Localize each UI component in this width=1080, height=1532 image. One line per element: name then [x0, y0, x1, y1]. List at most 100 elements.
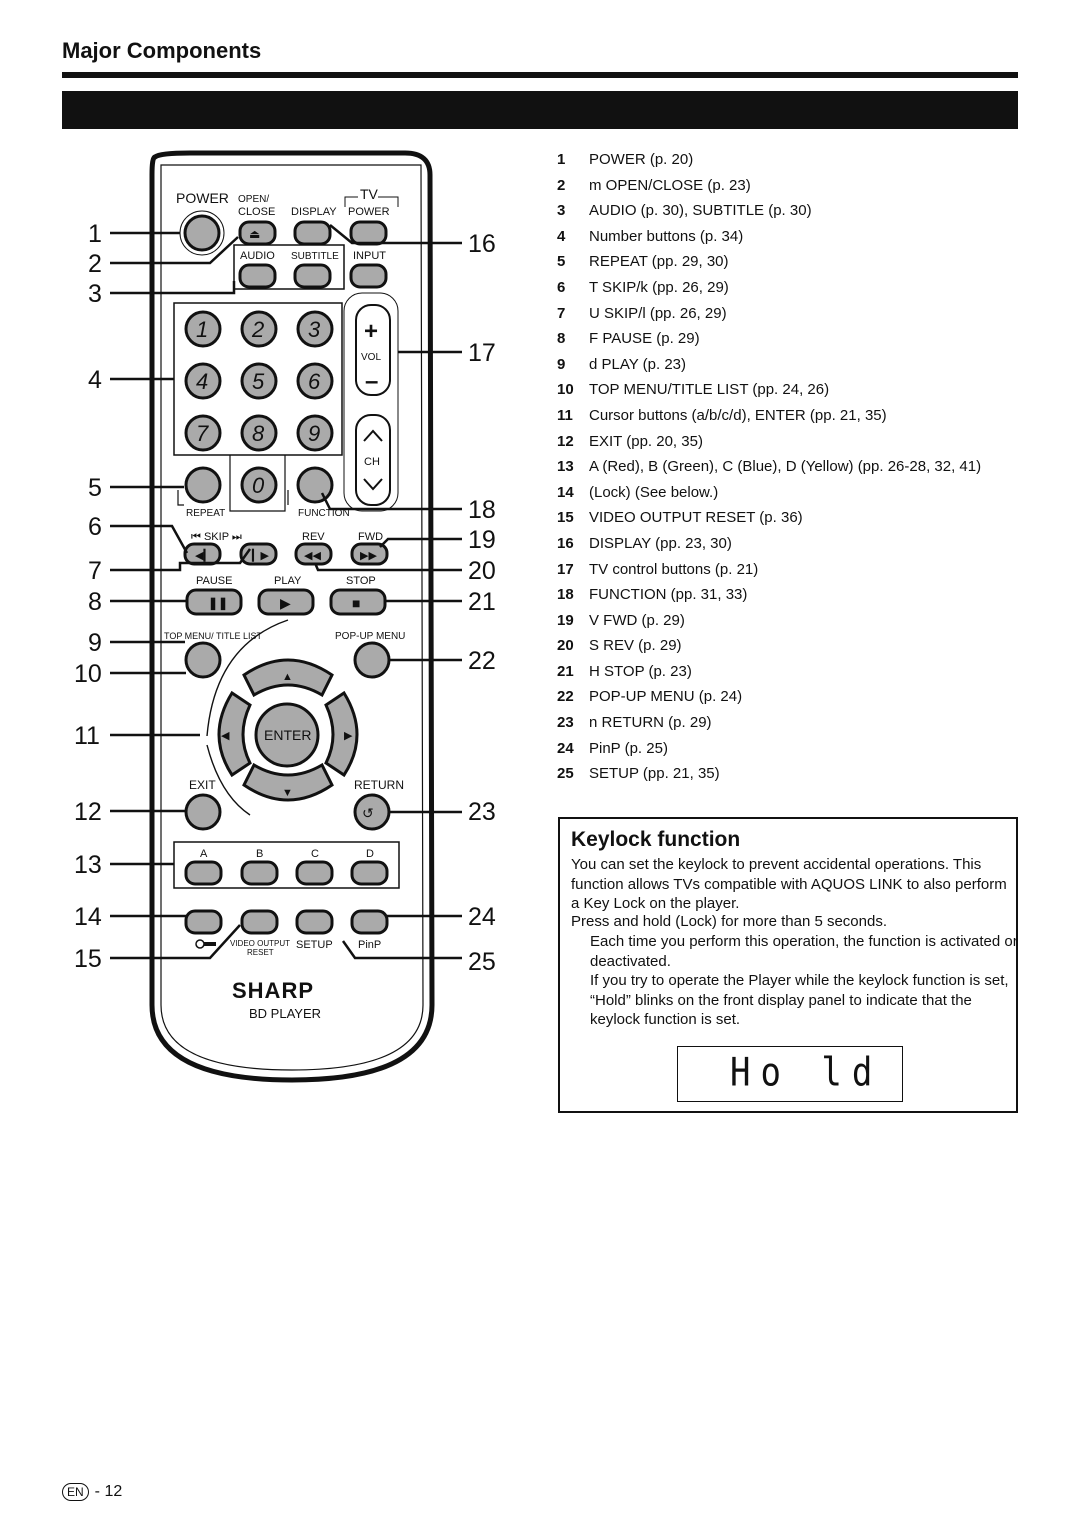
callout-12: 12	[74, 798, 102, 826]
component-number: 6	[557, 278, 566, 296]
callout-23: 23	[468, 798, 496, 826]
component-number: 22	[557, 688, 574, 706]
callout-14: 14	[74, 903, 102, 931]
component-text: U SKIP/l (pp. 26, 29)	[589, 304, 727, 322]
callouts-right: 16 17 18 19 20 21 22 23 24 25	[468, 230, 496, 976]
skip-label: ⏮ SKIP ⏭	[191, 531, 242, 543]
component-text: V FWD (p. 29)	[589, 611, 685, 629]
callout-4: 4	[88, 366, 102, 394]
return-label: RETURN	[354, 778, 404, 792]
svg-text:▶: ▶	[344, 730, 353, 742]
ch-rocker	[355, 414, 391, 506]
svg-text:–: –	[365, 368, 378, 395]
key-b-button	[240, 860, 279, 886]
remote-control-diagram: POWER OPEN/ CLOSE DISPLAY TV POWER ⏏ AUD…	[74, 150, 496, 1083]
exit-label: EXIT	[189, 778, 216, 792]
tv-label: TV	[360, 186, 379, 202]
svg-text:⏏: ⏏	[249, 227, 260, 241]
enter-label: ENTER	[264, 727, 311, 743]
digit-1: 1	[196, 317, 208, 342]
callout-7: 7	[88, 557, 102, 585]
component-item: 25 SETUP (pp. 21, 35)	[557, 764, 1027, 783]
svg-text:↺: ↺	[362, 805, 374, 821]
callout-13: 13	[74, 851, 102, 879]
subtitle-button	[293, 263, 332, 289]
reset-label: RESET	[247, 948, 274, 957]
front-display-panel: Ho ld	[677, 1046, 903, 1102]
fwd-button	[350, 542, 389, 566]
setup-label: SETUP	[296, 939, 333, 951]
open-label: OPEN/	[238, 194, 269, 205]
callout-15: 15	[74, 945, 102, 973]
component-number: 25	[557, 765, 574, 783]
keylock-hold-note: If you try to operate the Player while t…	[590, 972, 1009, 1028]
video-output-label: VIDEO OUTPUT	[230, 939, 290, 948]
component-number: 11	[557, 406, 573, 424]
component-number: 24	[557, 739, 574, 757]
component-number: 20	[557, 637, 574, 655]
keylock-title: Keylock function	[571, 828, 741, 851]
component-text: PinP (p. 25)	[589, 739, 668, 757]
rev-label: REV	[302, 531, 325, 543]
callout-10: 10	[74, 660, 102, 688]
component-number: 1	[557, 151, 566, 168]
svg-text:+: +	[364, 318, 378, 345]
cursor-down	[242, 762, 334, 802]
component-text: SETUP (pp. 21, 35)	[589, 765, 720, 783]
lock-button	[184, 909, 223, 935]
component-text: EXIT (pp. 20, 35)	[589, 432, 703, 450]
component-number: 7	[557, 304, 566, 322]
component-number: 18	[557, 586, 574, 604]
component-text: FUNCTION (pp. 31, 33)	[589, 586, 748, 604]
callout-21: 21	[468, 588, 496, 616]
svg-text:❚❚: ❚❚	[208, 596, 228, 611]
svg-text:■: ■	[352, 595, 360, 611]
enter-button	[254, 702, 320, 768]
audio-button	[238, 263, 277, 289]
digit-4: 4	[196, 369, 208, 394]
component-text: VIDEO OUTPUT RESET (p. 36)	[589, 509, 803, 527]
component-text: POWER (p. 20)	[589, 151, 694, 168]
lock-icon	[195, 939, 216, 949]
ch-label: CH	[364, 456, 380, 468]
component-item: 1 POWER (p. 20)	[557, 150, 1027, 169]
component-text: T SKIP/k (pp. 26, 29)	[589, 278, 729, 296]
callout-16: 16	[468, 230, 496, 258]
stop-label: STOP	[346, 575, 376, 587]
component-text: POP-UP MENU (p. 24)	[589, 688, 743, 706]
cursor-pad: ▲ ▼ ◀ ▶ ENTER	[206, 619, 359, 816]
component-number: 10	[557, 381, 574, 399]
component-text: (Lock) (See below.)	[589, 483, 719, 501]
open-close-button	[238, 220, 277, 246]
rev-button	[294, 542, 333, 566]
callout-25: 25	[468, 948, 496, 976]
component-text: A (Red), B (Green), C (Blue), D (Yellow)…	[589, 458, 982, 476]
digit-9: 9	[308, 421, 320, 446]
component-number: 17	[557, 560, 574, 578]
page-footer: EN - 12	[62, 1483, 122, 1501]
close-label: CLOSE	[238, 206, 275, 218]
vol-rocker	[355, 304, 391, 396]
component-number: 21	[557, 662, 574, 680]
number-pad: 1 2 3 4 5 6 7 8 9 0	[184, 310, 334, 504]
display-label: DISPLAY	[291, 206, 337, 218]
input-button	[349, 263, 388, 289]
callout-2: 2	[88, 250, 102, 278]
component-text: AUDIO (p. 30), SUBTITLE (p. 30)	[589, 202, 812, 220]
component-item: 6 T SKIP/k (pp. 26, 29)	[557, 278, 1027, 297]
tv-power-label: POWER	[348, 206, 390, 218]
component-text: F PAUSE (p. 29)	[589, 330, 700, 348]
callout-24: 24	[468, 903, 496, 931]
pause-label: PAUSE	[196, 575, 232, 587]
video-output-reset-button	[240, 909, 279, 935]
key-d-button	[350, 860, 389, 886]
callout-18: 18	[468, 496, 496, 524]
